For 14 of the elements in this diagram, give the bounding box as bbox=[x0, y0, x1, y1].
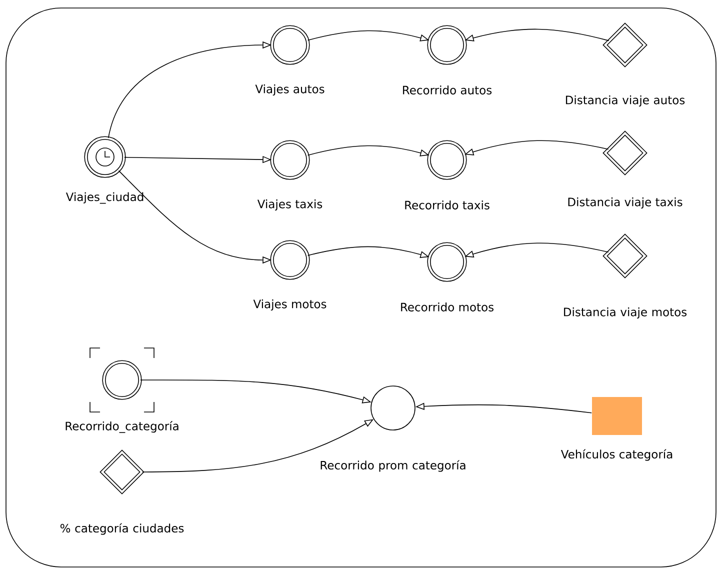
node-label: Viajes autos bbox=[255, 84, 324, 96]
node-label: Recorrido_categoría bbox=[66, 421, 178, 433]
node-label: Recorrido taxis bbox=[405, 200, 490, 210]
node-label: Recorrido motos bbox=[401, 302, 494, 312]
node-label: Vehículos categoría bbox=[560, 449, 672, 461]
node-label: Distancia viaje motos bbox=[564, 307, 687, 319]
node-label: Distancia viaje autos bbox=[566, 95, 685, 107]
node-label: Viajes motos bbox=[253, 299, 326, 311]
node-label: Distancia viaje taxis bbox=[568, 197, 682, 209]
node-label: Recorrido autos bbox=[403, 86, 492, 94]
node-label: % categoría ciudades bbox=[60, 523, 184, 535]
node-label: Viajes taxis bbox=[257, 199, 322, 211]
node-label: Recorrido prom categoría bbox=[320, 460, 466, 472]
node-label: Viajes_ciudad bbox=[66, 192, 144, 204]
